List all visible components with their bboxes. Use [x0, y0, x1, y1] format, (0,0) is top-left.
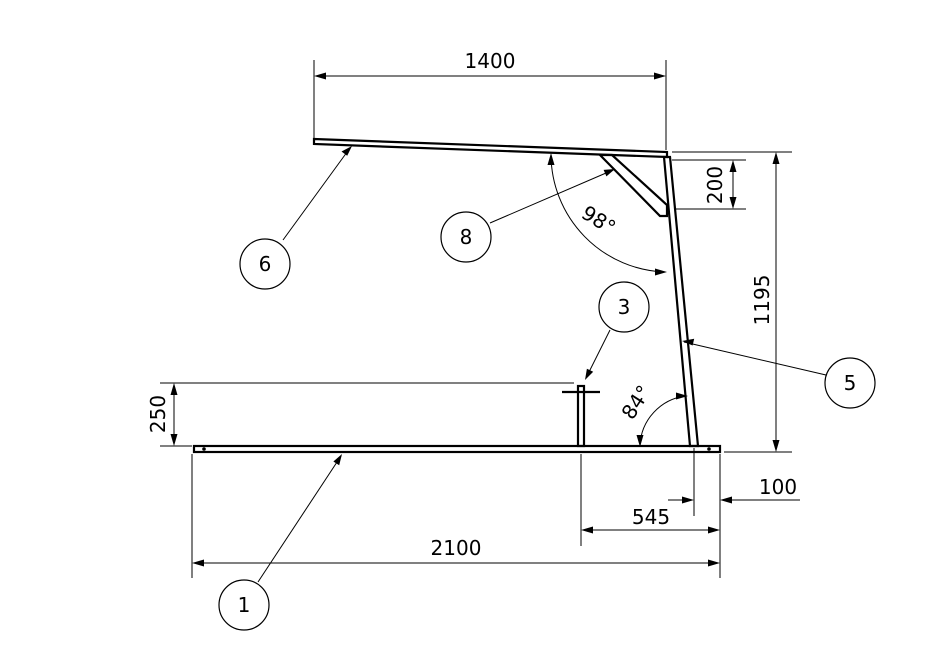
dim-label-overhang: 545 — [632, 505, 670, 529]
dim-label-top-width: 1400 — [465, 49, 516, 73]
roof-beam — [312, 137, 669, 159]
balloon-label-column: 5 — [844, 371, 857, 395]
balloon-label-base: 1 — [238, 593, 251, 617]
balloon-brace: 8 — [440, 169, 615, 263]
dim-offset: 100 — [668, 448, 800, 516]
angle-label-top: 98° — [577, 200, 620, 239]
balloon-label-roof: 6 — [259, 252, 272, 276]
balloon-label-brace: 8 — [460, 225, 473, 249]
balloon-label-post: 3 — [618, 295, 631, 319]
dim-label-base-length: 2100 — [431, 536, 482, 560]
base-hole-right — [707, 447, 711, 451]
dim-overhang: 545 — [580, 454, 720, 546]
dim-brace-height: 200 — [672, 159, 746, 210]
dim-label-brace-height: 200 — [703, 166, 727, 204]
dim-post-height: 250 — [146, 382, 574, 447]
dim-top-width: 1400 — [313, 49, 667, 150]
dim-label-total-height: 1195 — [750, 275, 774, 326]
balloon-column: 5 — [682, 338, 876, 409]
post — [576, 384, 586, 448]
balloon-roof: 6 — [239, 146, 352, 290]
base-hole-left — [202, 447, 206, 451]
dim-label-offset: 100 — [759, 475, 797, 499]
dim-total-height: 1195 — [672, 151, 792, 453]
balloon-post: 3 — [585, 281, 650, 380]
dim-base-length: 2100 — [191, 454, 721, 578]
dim-label-post-height: 250 — [146, 395, 170, 433]
diagonal-brace — [597, 153, 669, 218]
frame-geometry — [192, 137, 722, 454]
balloon-base: 1 — [218, 454, 342, 631]
angle-bottom: 84° — [616, 381, 688, 447]
column — [662, 155, 700, 448]
base-beam — [192, 444, 722, 454]
